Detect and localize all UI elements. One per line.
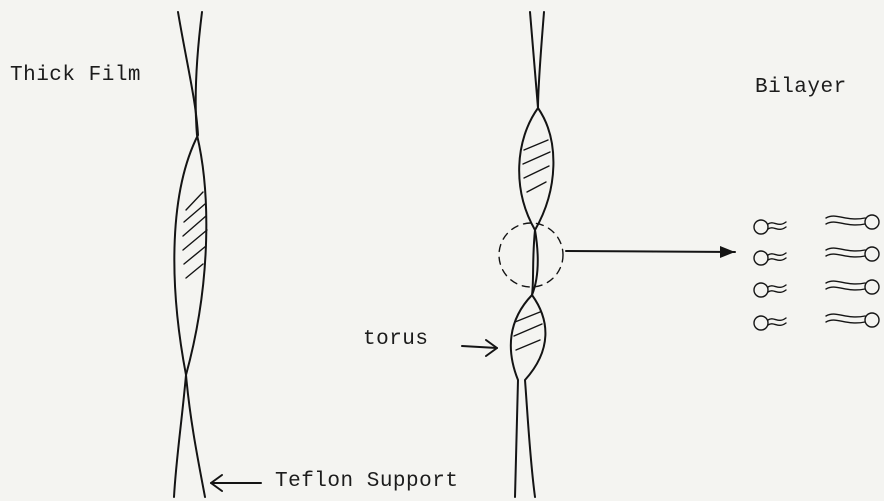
bilayer-column [499, 12, 563, 497]
lipid-right-row-1 [826, 215, 879, 229]
zoom-arrow [566, 246, 735, 258]
teflon-support-label: Teflon Support [275, 470, 458, 493]
teflon-arrow [211, 475, 261, 491]
lipid-left-row-3 [754, 283, 786, 297]
lipid-right-row-2 [826, 247, 879, 261]
thick-film-label: Thick Film [10, 64, 141, 87]
lipid-right-row-3 [826, 280, 879, 294]
lipid-molecules [754, 215, 879, 330]
lipid-left-row-4 [754, 316, 786, 330]
lipid-left-row-2 [754, 251, 786, 265]
bilayer-label: Bilayer [755, 76, 847, 99]
lipid-left-row-1 [754, 220, 786, 234]
torus-label: torus [363, 328, 429, 351]
thick-film-column [174, 12, 207, 497]
torus-arrow [462, 340, 497, 356]
lipid-right-row-4 [826, 313, 879, 327]
